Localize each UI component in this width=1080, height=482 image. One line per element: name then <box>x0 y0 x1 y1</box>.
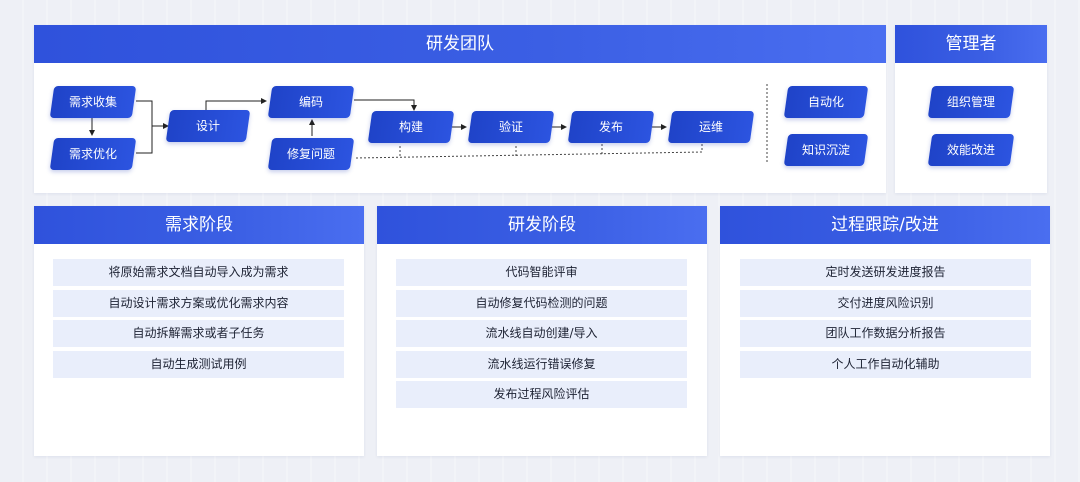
node-build[interactable]: 构建 <box>367 111 455 143</box>
team-panel: 研发团队 <box>34 25 886 193</box>
node-org-mgmt[interactable]: 组织管理 <box>927 86 1015 118</box>
node-req-optimize[interactable]: 需求优化 <box>49 138 137 170</box>
list-item: 自动设计需求方案或优化需求内容 <box>53 290 344 317</box>
list-item: 自动拆解需求或者子任务 <box>53 320 344 347</box>
node-req-collect[interactable]: 需求收集 <box>49 86 137 118</box>
stage-title: 研发阶段 <box>377 206 707 244</box>
team-panel-title: 研发团队 <box>34 25 886 63</box>
list-item: 定时发送研发进度报告 <box>740 259 1031 286</box>
flow-connectors <box>89 84 768 164</box>
manager-panel-title: 管理者 <box>895 25 1047 63</box>
stage-title: 需求阶段 <box>34 206 364 244</box>
list-item: 个人工作自动化辅助 <box>740 351 1031 378</box>
list-item: 代码智能评审 <box>396 259 687 286</box>
node-design[interactable]: 设计 <box>165 110 251 142</box>
edge-coding-build <box>354 99 417 111</box>
node-verify[interactable]: 验证 <box>467 111 555 143</box>
edge-req-bracket <box>136 100 153 154</box>
node-coding[interactable]: 编码 <box>267 86 355 118</box>
list-item: 自动生成测试用例 <box>53 351 344 378</box>
stage-title: 过程跟踪/改进 <box>720 206 1050 244</box>
edge-feedback-ops <box>355 142 703 159</box>
list-item: 自动修复代码检测的问题 <box>396 290 687 317</box>
node-knowledge[interactable]: 知识沉淀 <box>783 134 869 166</box>
list-item: 团队工作数据分析报告 <box>740 320 1031 347</box>
node-ops[interactable]: 运维 <box>667 111 755 143</box>
edge-design-coding <box>205 98 267 110</box>
node-fix-issue[interactable]: 修复问题 <box>267 138 355 170</box>
list-item: 将原始需求文档自动导入成为需求 <box>53 259 344 286</box>
node-release[interactable]: 发布 <box>567 111 655 143</box>
list-item: 发布过程风险评估 <box>396 381 687 408</box>
node-efficiency[interactable]: 效能改进 <box>927 134 1015 166</box>
node-automation[interactable]: 自动化 <box>783 86 869 118</box>
list-item: 流水线自动创建/导入 <box>396 320 687 347</box>
list-item: 交付进度风险识别 <box>740 290 1031 317</box>
list-item: 流水线运行错误修复 <box>396 351 687 378</box>
